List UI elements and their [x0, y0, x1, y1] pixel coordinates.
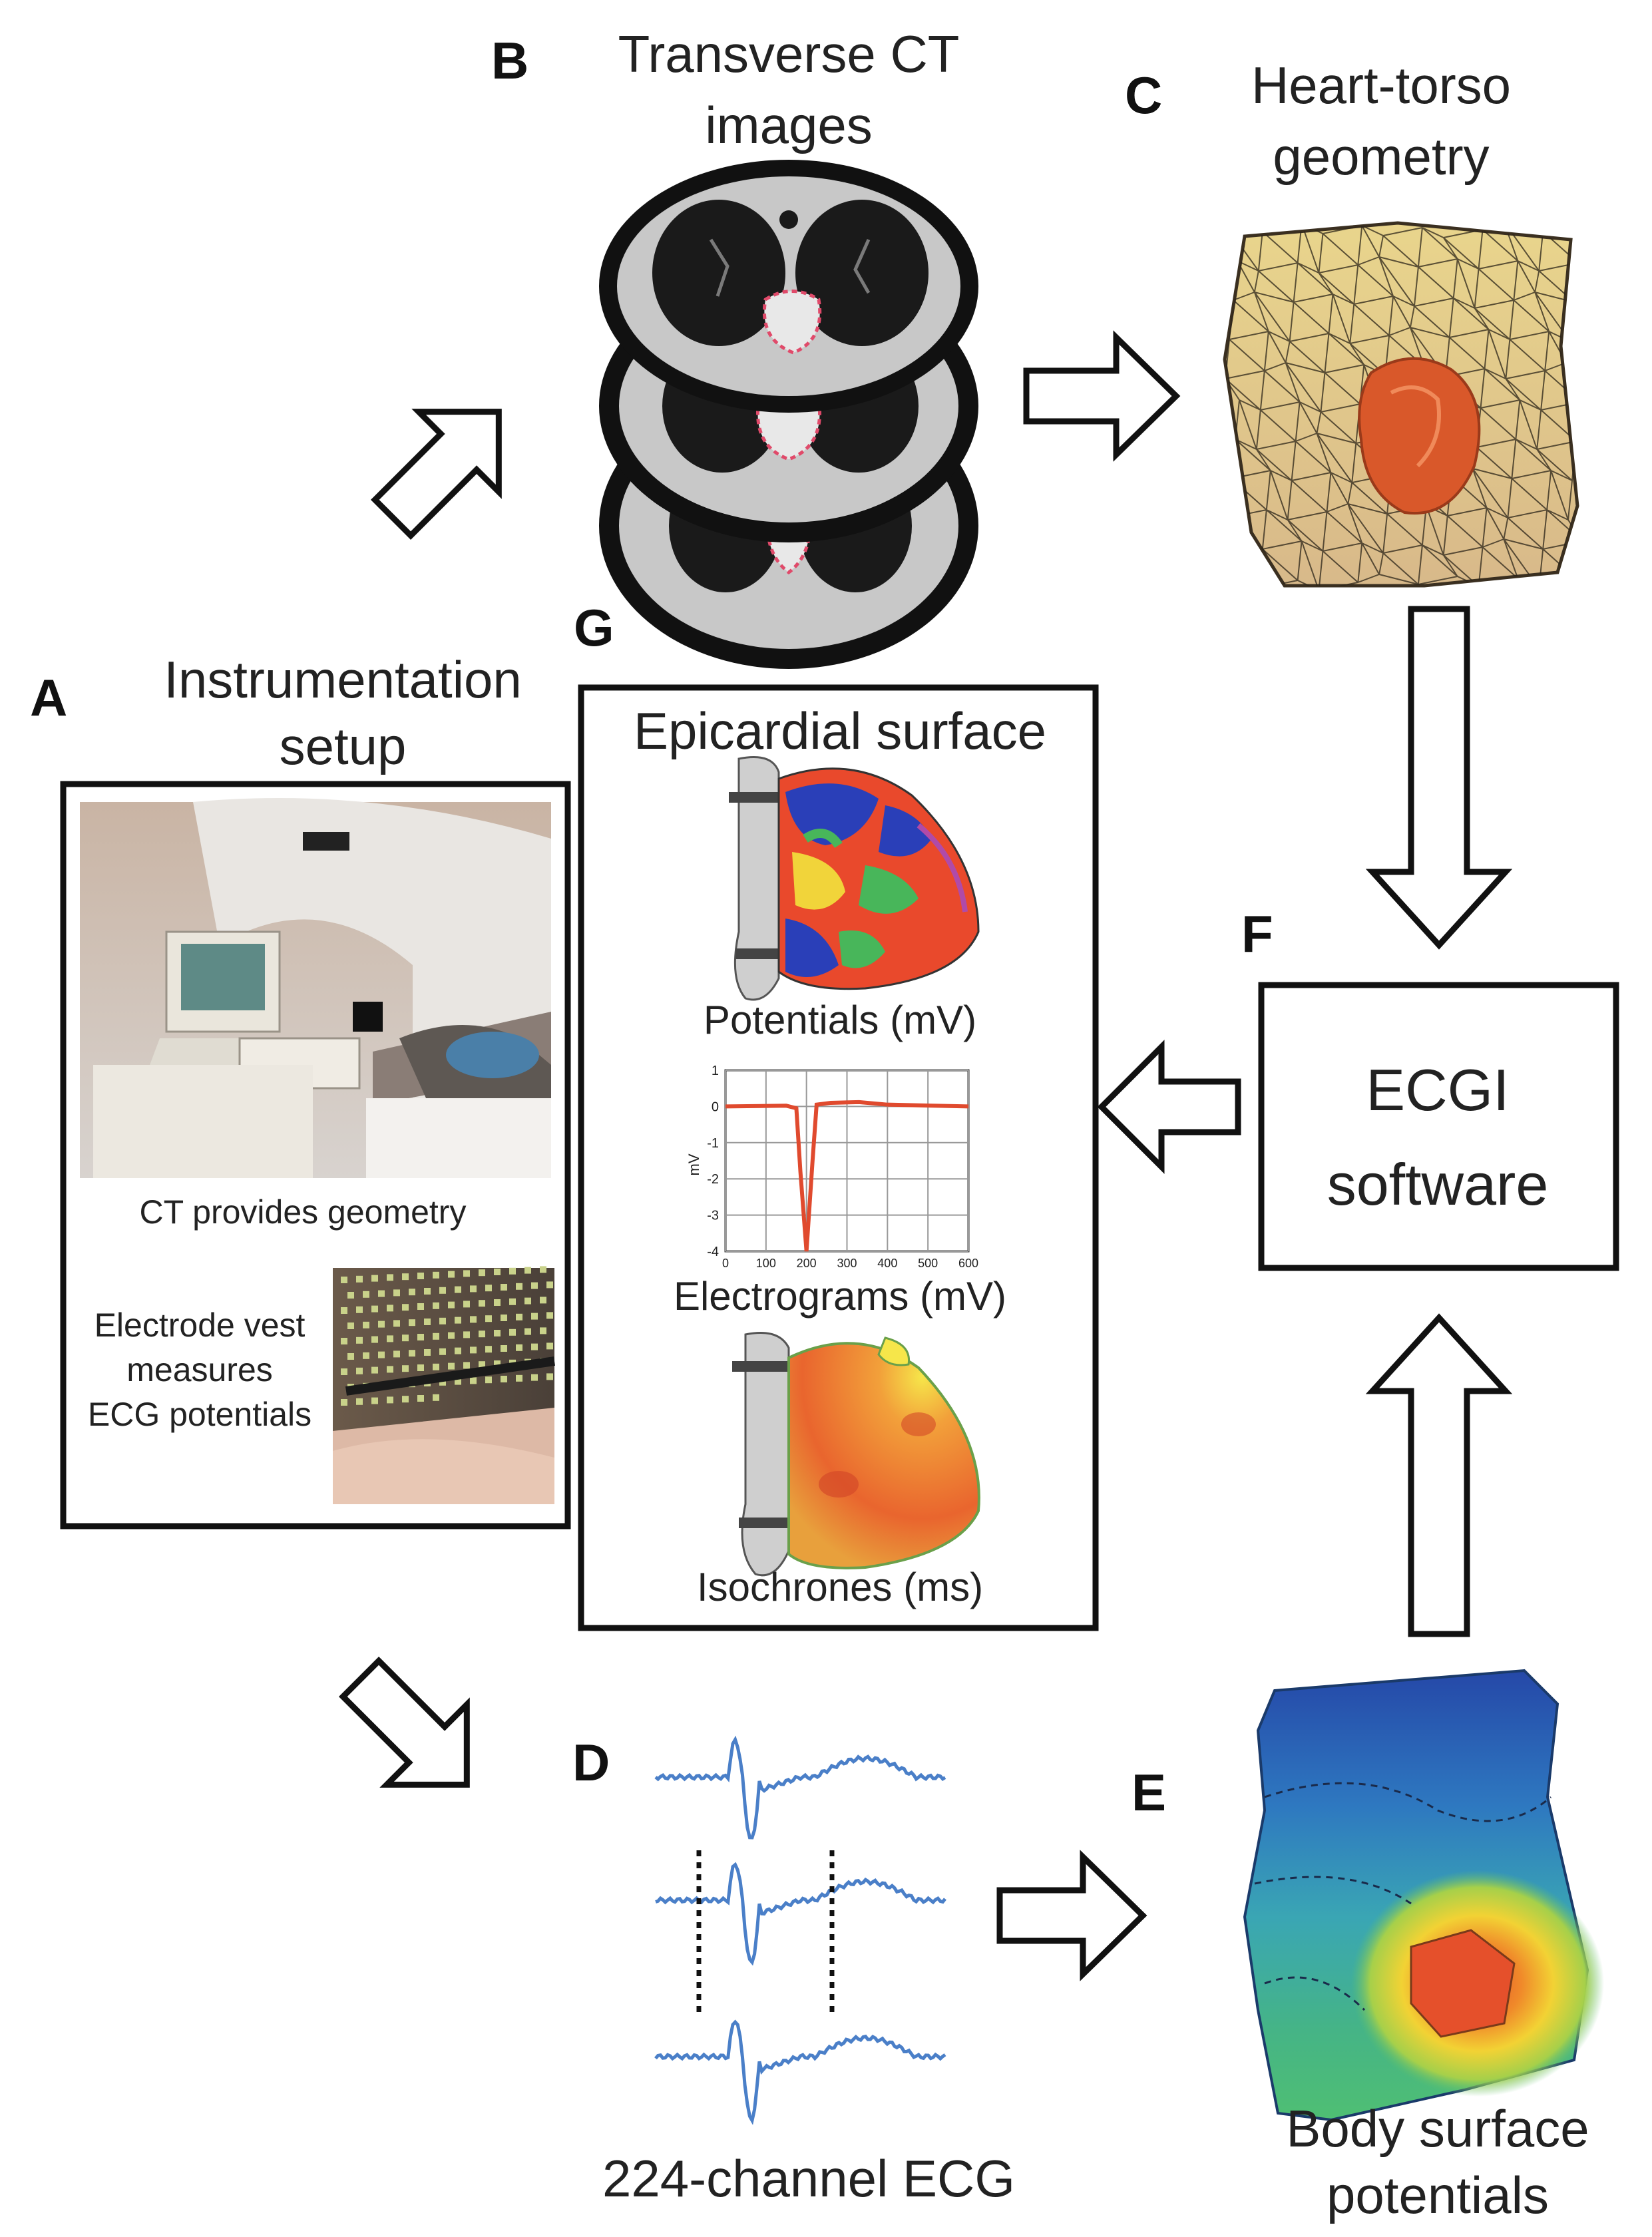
panel-b-title-line2: images: [705, 96, 872, 154]
electrogram-plot: 1 0 -1 -2 -3 -4 0 100 200 300 400 500 600 mV: [686, 1064, 978, 1270]
ecg-trace: [655, 1862, 946, 1966]
ct-slice-1: [599, 160, 978, 413]
egm-x-tick: 600: [958, 1257, 978, 1270]
egm-x-tick: 500: [918, 1257, 938, 1270]
arrow-f-to-g: [1097, 1040, 1241, 1174]
body-surface-caption-line1: Body surface: [1286, 2099, 1589, 2158]
egm-x-tick: 300: [837, 1257, 857, 1270]
ct-provides-geometry-caption: CT provides geometry: [140, 1193, 467, 1231]
body-surface-potential-map: [1243, 1669, 1604, 2122]
epicardial-potential-map: [729, 756, 980, 1001]
arrow-a-to-d: [338, 1656, 470, 1788]
panel-c-title-line2: geometry: [1273, 127, 1489, 186]
panel-b-title-line1: Transverse CT: [618, 25, 960, 83]
egm-y-tick: -3: [707, 1209, 719, 1223]
panel-g-letter: G: [574, 598, 614, 657]
egm-y-tick: 1: [712, 1064, 719, 1078]
panel-a-frame: [60, 781, 571, 1529]
ecgi-software-line2: software: [1327, 1151, 1549, 1217]
arrow-c-to-f: [1365, 606, 1513, 950]
ecgi-software-box: [1258, 982, 1619, 1271]
egm-y-tick: -1: [707, 1136, 719, 1151]
ecg-trace: [654, 1735, 946, 1840]
ecgi-software-line1: ECGI: [1366, 1057, 1509, 1123]
vest-caption-line1: Electrode vest: [95, 1307, 306, 1344]
arrow-d-to-e: [996, 1850, 1147, 1981]
panel-c-title-line1: Heart-torso: [1251, 56, 1511, 114]
ecg-traces: [654, 1735, 946, 2125]
epicardial-isochrone-map: [732, 1332, 980, 1577]
ct-scanner-photo: [80, 798, 551, 1178]
egm-y-tick: -2: [707, 1172, 719, 1187]
egm-y-tick: 0: [712, 1100, 719, 1114]
egm-x-tick: 0: [722, 1257, 729, 1270]
ct-slice-stack: [599, 160, 978, 669]
potentials-caption: Potentials (mV): [704, 998, 976, 1042]
panel-f-letter: F: [1241, 905, 1273, 963]
egm-y-tick: -4: [707, 1245, 719, 1259]
arrow-e-to-f: [1365, 1313, 1513, 1637]
arrow-b-to-c: [1023, 330, 1181, 462]
electrogram-trace: [725, 1100, 969, 1252]
egm-x-tick: 100: [756, 1257, 776, 1270]
electrode-vest-photo: [333, 1266, 555, 1504]
epicardial-surface-title: Epicardial surface: [634, 702, 1046, 760]
egm-x-tick: 400: [877, 1257, 897, 1270]
heart-torso-mesh: [1223, 221, 1579, 588]
panel-d-letter: D: [572, 1733, 610, 1792]
panel-a-title-line1: Instrumentation: [164, 650, 522, 709]
panel-a-letter: A: [30, 668, 67, 727]
body-surface-caption-line2: potentials: [1327, 2166, 1549, 2224]
ecg-channel-caption: 224-channel ECG: [602, 2149, 1015, 2208]
egm-x-tick: 200: [797, 1257, 817, 1270]
panel-c-letter: C: [1125, 66, 1162, 124]
panel-b-letter: B: [491, 31, 528, 90]
vest-caption-line3: ECG potentials: [88, 1396, 311, 1433]
arrow-a-to-b: [370, 409, 502, 540]
panel-a-title-line2: setup: [280, 717, 407, 775]
ecg-trace: [654, 2019, 946, 2125]
vest-caption-line2: measures: [126, 1351, 273, 1388]
isochrones-caption: Isochrones (ms): [697, 1565, 983, 1609]
panel-e-letter: E: [1132, 1763, 1166, 1822]
egm-y-axis-label: mV: [686, 1153, 702, 1175]
panel-g-frame: [578, 684, 1099, 1631]
electrograms-caption: Electrograms (mV): [674, 1274, 1006, 1319]
